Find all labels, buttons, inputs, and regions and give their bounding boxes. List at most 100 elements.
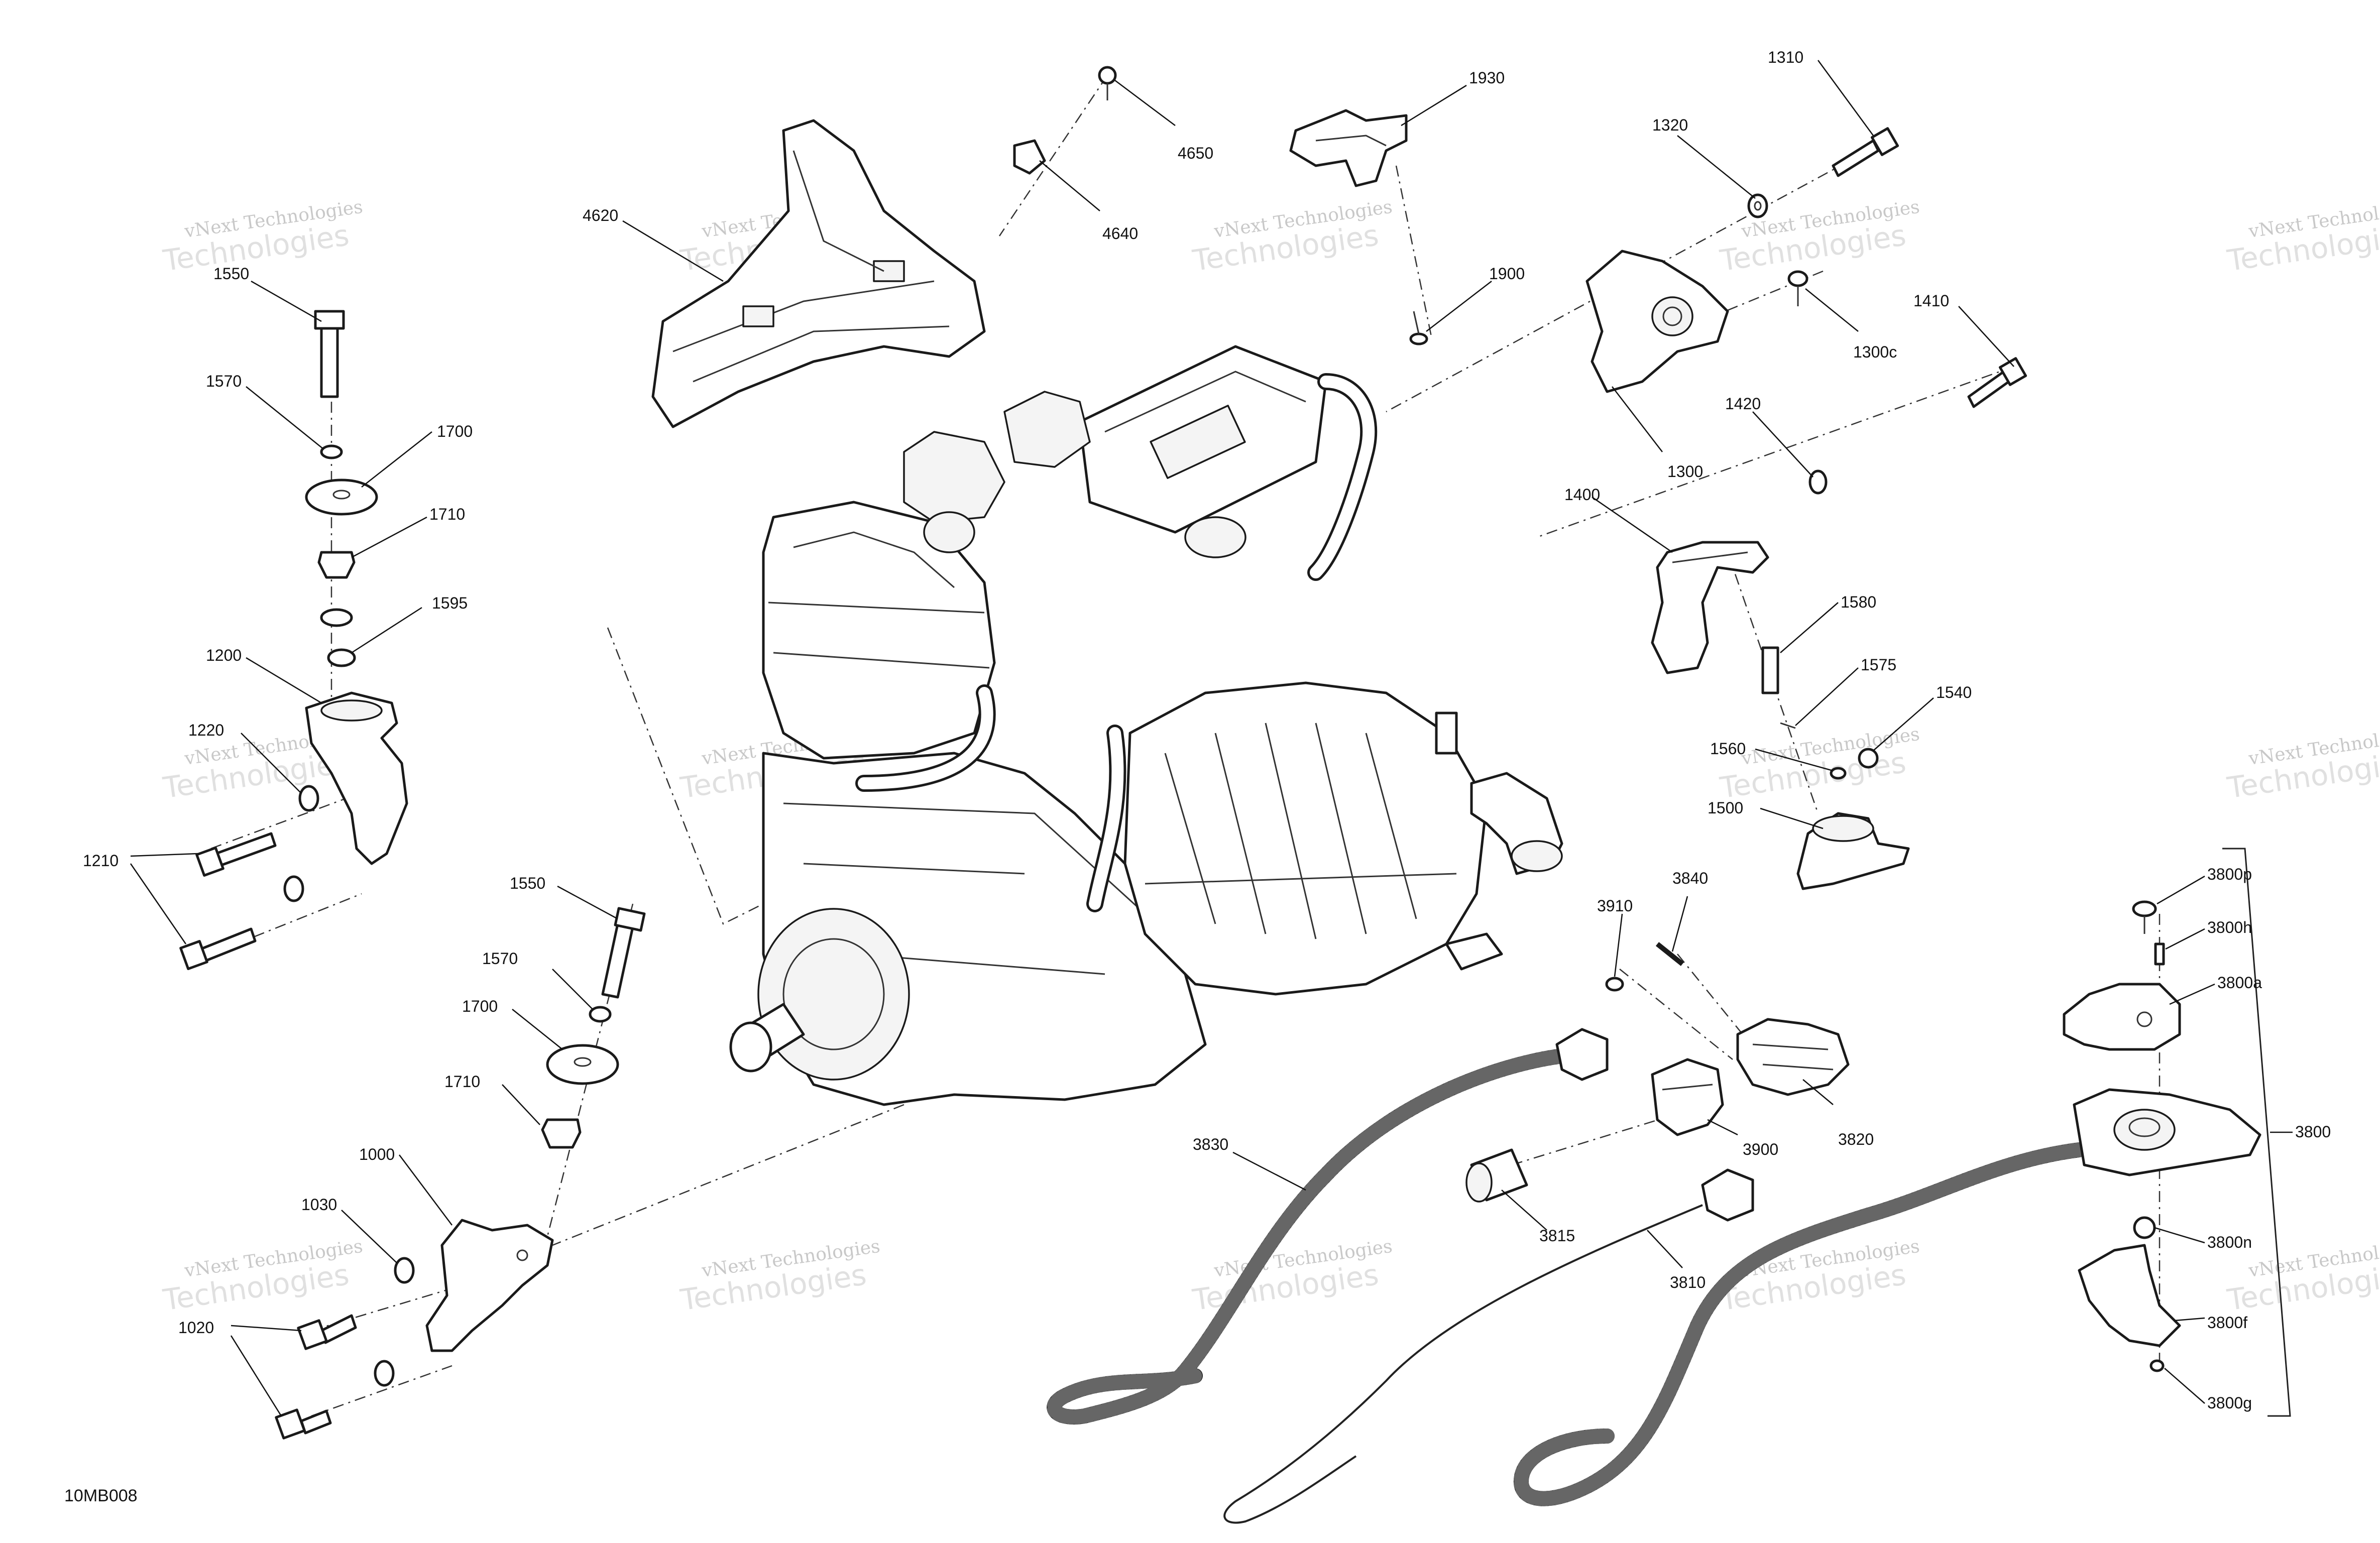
part-1500-mount[interactable]	[1796, 812, 1910, 890]
callout-3910[interactable]: 3910	[1597, 897, 1633, 915]
callout-1595[interactable]: 1595	[432, 594, 468, 612]
callout-3800n[interactable]: 3800n	[2207, 1233, 2252, 1251]
part-1930-bracket[interactable]	[1289, 109, 1408, 187]
callout-1540[interactable]: 1540	[1936, 683, 1972, 701]
part-1570b-washer[interactable]	[589, 1006, 612, 1023]
callout-1550-lower[interactable]: 1550	[510, 874, 545, 892]
callout-1700-lower[interactable]: 1700	[462, 997, 498, 1015]
part-1210-bolt-upper[interactable]	[195, 832, 277, 877]
callout-1580[interactable]: 1580	[1841, 593, 1876, 611]
callout-1930[interactable]: 1930	[1469, 69, 1505, 87]
part-1570a-washer[interactable]	[320, 444, 343, 459]
part-3830-harness[interactable]	[1047, 1028, 1609, 1425]
part-4640-clip[interactable]	[1013, 139, 1046, 175]
callout-1200[interactable]: 1200	[206, 646, 242, 664]
engine-assembly[interactable]	[729, 345, 1563, 1106]
callout-3810[interactable]: 3810	[1670, 1273, 1706, 1291]
callout-1000[interactable]: 1000	[359, 1145, 395, 1163]
callout-1030[interactable]: 1030	[301, 1196, 337, 1214]
callout-3800p[interactable]: 3800p	[2207, 865, 2252, 883]
part-3800h-screw[interactable]	[2154, 942, 2165, 966]
part-1030-washer-lower[interactable]	[374, 1360, 395, 1387]
part-3800-harness[interactable]	[1513, 1088, 2261, 1506]
part-1575-pin[interactable]	[1780, 722, 1796, 729]
part-3800p-screw[interactable]	[2132, 900, 2157, 934]
callout-3800[interactable]: 3800	[2295, 1123, 2331, 1141]
part-1300-engine-mount[interactable]	[1585, 250, 1729, 393]
part-1550a-bolt[interactable]	[314, 310, 345, 398]
callout-1300c[interactable]: 1300c	[1853, 343, 1897, 361]
callout-1570-lower[interactable]: 1570	[482, 949, 518, 968]
callout-1575[interactable]: 1575	[1861, 656, 1896, 674]
callout-1300[interactable]: 1300	[1667, 462, 1703, 481]
callout-1560[interactable]: 1560	[1710, 740, 1746, 758]
part-3820-connector[interactable]	[1736, 1018, 1850, 1096]
part-1900-screw[interactable]	[1409, 311, 1428, 345]
part-3800a-cover[interactable]	[2063, 983, 2181, 1051]
part-1410-bolt[interactable]	[1967, 357, 2027, 408]
part-1710a-bushing[interactable]	[317, 551, 356, 579]
callout-1550-upper[interactable]: 1550	[213, 265, 249, 283]
part-1020-bolt-upper[interactable]	[297, 1314, 357, 1350]
callout-1020[interactable]: 1020	[178, 1319, 214, 1337]
part-3815-sleeve[interactable]	[1465, 1148, 1528, 1203]
callout-3815[interactable]: 3815	[1539, 1227, 1575, 1245]
part-1595-washer[interactable]	[320, 608, 353, 627]
callout-1220[interactable]: 1220	[188, 721, 224, 739]
part-1220-washer-lower[interactable]	[283, 875, 304, 902]
part-1310-bolt[interactable]	[1832, 127, 1899, 177]
callout-1210[interactable]: 1210	[83, 852, 119, 870]
callout-3830[interactable]: 3830	[1193, 1135, 1228, 1153]
callout-1400[interactable]: 1400	[1564, 486, 1600, 504]
callout-1410[interactable]: 1410	[1913, 292, 1949, 310]
part-4650-screw[interactable]	[1098, 66, 1117, 100]
callout-4640[interactable]: 4640	[1102, 224, 1138, 243]
part-1320-washer[interactable]	[1747, 193, 1768, 218]
callout-4620[interactable]: 4620	[583, 206, 618, 224]
callout-3800f[interactable]: 3800f	[2207, 1314, 2247, 1332]
callout-1420[interactable]: 1420	[1725, 395, 1761, 413]
callout-4650[interactable]: 4650	[1178, 144, 1213, 162]
callout-1710-upper[interactable]: 1710	[429, 505, 465, 523]
part-1300c-bolt[interactable]	[1787, 270, 1808, 306]
callout-3840[interactable]: 3840	[1672, 869, 1708, 887]
callout-1900[interactable]: 1900	[1489, 265, 1525, 283]
part-1595-spacer[interactable]	[327, 648, 356, 667]
part-3840-screw[interactable]	[1655, 942, 1684, 966]
callout-3800g[interactable]: 3800g	[2207, 1394, 2252, 1412]
part-3800n-nut[interactable]	[2133, 1216, 2156, 1239]
part-1220-washer[interactable]	[298, 785, 319, 812]
callout-1710-lower[interactable]: 1710	[444, 1073, 480, 1091]
callout-1570-upper[interactable]: 1570	[206, 372, 242, 390]
watermark: Technologies vNext Technologies	[2225, 197, 2380, 278]
callout-1500[interactable]: 1500	[1708, 799, 1743, 817]
part-1000-mount-bracket[interactable]	[425, 1219, 554, 1352]
part-1700b-washer[interactable]	[546, 1044, 619, 1085]
callout-3800a[interactable]: 3800a	[2217, 974, 2262, 992]
part-4620-housing[interactable]	[651, 119, 986, 428]
part-1580-spacer[interactable]	[1761, 646, 1779, 694]
part-3800f-shield[interactable]	[2078, 1244, 2181, 1347]
part-3810-sensor[interactable]	[1223, 1168, 1754, 1524]
callout-1310[interactable]: 1310	[1768, 48, 1803, 66]
part-1560-washer[interactable]	[1830, 767, 1847, 780]
callout-3800h[interactable]: 3800h	[2207, 918, 2252, 936]
part-1420-washer[interactable]	[1808, 469, 1828, 495]
part-1210-bolt-lower[interactable]	[179, 927, 257, 971]
part-1550b-bolt[interactable]	[601, 907, 646, 999]
part-1710b-bushing[interactable]	[541, 1118, 582, 1149]
callout-3820[interactable]: 3820	[1838, 1130, 1874, 1148]
part-3800g-screw[interactable]	[2149, 1359, 2165, 1372]
part-1020-bolt-lower[interactable]	[275, 1408, 332, 1440]
callout-1700-upper[interactable]: 1700	[437, 422, 473, 440]
part-1030-washer[interactable]	[394, 1257, 415, 1284]
part-1540-nut[interactable]	[1858, 748, 1879, 769]
callout-3900[interactable]: 3900	[1743, 1140, 1778, 1158]
part-1700a-washer[interactable]	[305, 479, 378, 516]
part-1400-bracket[interactable]	[1651, 541, 1769, 674]
part-3910-screw[interactable]	[1605, 977, 1624, 992]
part-1200-mount-bracket[interactable]	[305, 691, 408, 865]
callout-1320[interactable]: 1320	[1652, 116, 1688, 134]
part-3900-connector[interactable]	[1651, 1058, 1724, 1136]
watermark: Technologies vNext Technologies	[2225, 724, 2380, 805]
